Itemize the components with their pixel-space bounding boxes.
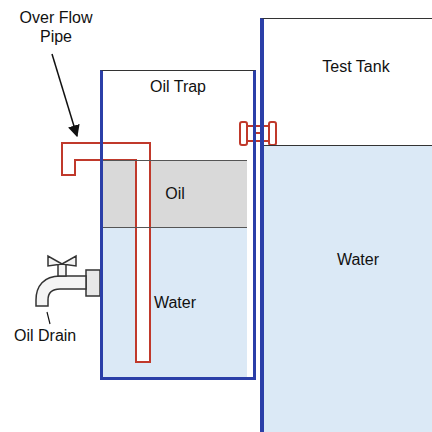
oil-trap-box: Oil TrapOilWater bbox=[100, 70, 256, 380]
leader-line bbox=[47, 312, 50, 324]
oil-layer: Oil bbox=[103, 160, 247, 228]
pipe-flange bbox=[240, 122, 247, 145]
oil-fill bbox=[103, 160, 247, 228]
drain-faucet bbox=[36, 256, 100, 306]
test-tank-box: Test TankWater bbox=[260, 18, 432, 432]
node-text: Oil bbox=[165, 184, 185, 203]
tank-water-layer: Water bbox=[264, 145, 432, 432]
pipe-flange bbox=[269, 122, 276, 145]
node-text: Test Tank bbox=[264, 57, 432, 76]
part-label: Over Flow Pipe bbox=[8, 8, 104, 46]
part-label: Oil Drain bbox=[14, 326, 94, 345]
tank-water-fill bbox=[264, 145, 432, 432]
node-text: Water bbox=[264, 250, 432, 269]
node-text: Oil Trap bbox=[103, 77, 253, 96]
leader-line bbox=[52, 54, 77, 136]
node-text: Water bbox=[154, 293, 196, 312]
water-fill bbox=[103, 228, 247, 377]
water-layer: Water bbox=[103, 228, 247, 377]
